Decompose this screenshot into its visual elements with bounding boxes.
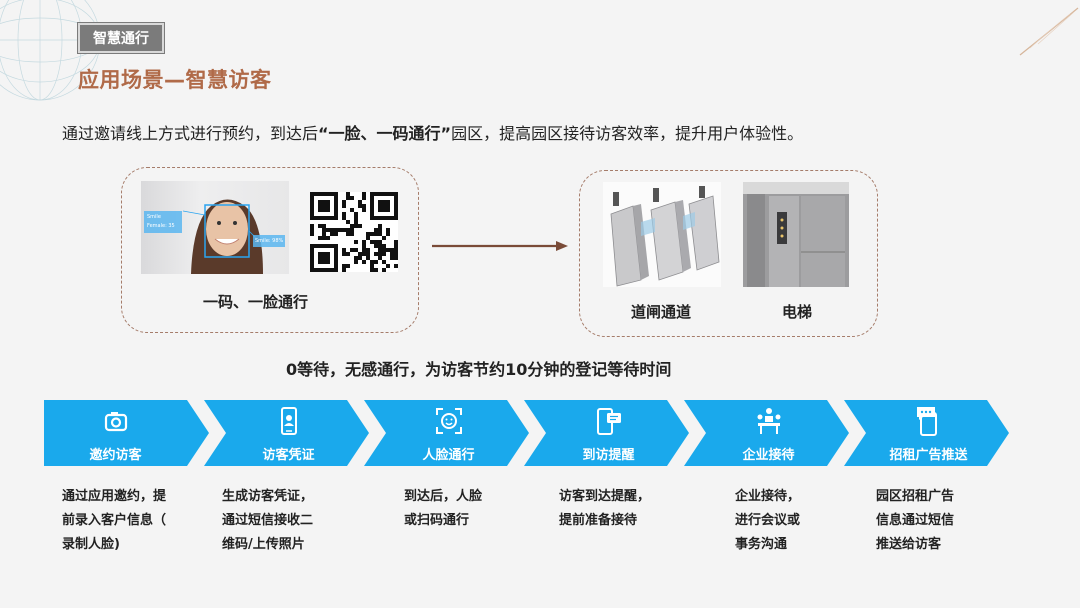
face-tag: Female: 35 <box>147 223 175 229</box>
step-description-line: 信息通过短信 <box>876 513 955 528</box>
step-description-line: 前录入客户信息（ <box>62 513 167 528</box>
elevator-image <box>743 182 849 287</box>
step-description: 企业接待， 进行会议或事务沟通 <box>735 485 800 557</box>
step-description: 生成访客凭证， 通过短信接收二维码/上传照片 <box>222 485 313 557</box>
face-tag: Smile: 98% <box>255 238 284 244</box>
step-description-line: 进行会议或 <box>735 513 801 528</box>
step-description-line: 生成访客凭证， <box>222 489 314 504</box>
flow-chevron <box>364 400 529 466</box>
flow-chevron <box>684 400 849 466</box>
step-description: 园区招租广告信息通过短信推送给访客 <box>876 485 954 557</box>
flow-chevron <box>844 400 1009 466</box>
step-label: 邀约访客 <box>89 448 142 463</box>
step-description-line: 通过短信接收二 <box>222 513 314 528</box>
phone-chat-icon <box>916 407 937 436</box>
face-recognition-image: Smile Female: 35 Smile: 98% <box>141 181 289 274</box>
meeting-icon <box>757 408 780 434</box>
process-flow <box>44 400 1009 466</box>
right-scenario-panel <box>579 170 878 337</box>
intro-text: 通过邀请线上方式进行预约，到达后“一脸、一码通行”园区，提高园区接待访客效率，提… <box>62 120 803 144</box>
left-scenario-panel <box>121 167 419 333</box>
step-description: 访客到达提醒， 提前准备接待 <box>559 485 650 533</box>
step-label: 企业接待 <box>742 448 795 463</box>
step-description-line: 或扫码通行 <box>404 513 470 528</box>
section-tag: 智慧通行 <box>77 22 165 54</box>
step-description-line: 到达后，人脸 <box>404 489 483 504</box>
step-description-line: 维码/上传照片 <box>222 537 305 552</box>
step-description: 到达后，人脸或扫码通行 <box>404 485 482 533</box>
step-description: 通过应用邀约，提前录入客户信息（ 录制人脸) <box>62 485 166 557</box>
page-title: 应用场景—智慧访客 <box>78 68 272 92</box>
phone-id-icon <box>280 407 297 435</box>
elevator-caption: 电梯 <box>782 303 813 321</box>
left-panel-caption: 一码、一脸通行 <box>203 293 309 311</box>
step-label: 到访提醒 <box>582 448 635 463</box>
intro-emphasis: “一脸、一码通行” <box>318 124 452 143</box>
turnstile-gate-image <box>603 182 721 287</box>
step-label: 人脸通行 <box>422 448 475 463</box>
step-description-line: 提前准备接待 <box>559 513 638 528</box>
step-description-line: 通过应用邀约，提 <box>62 489 167 504</box>
intro-before: 通过邀请线上方式进行预约，到达后 <box>62 124 319 143</box>
step-label: 访客凭证 <box>262 448 315 463</box>
step-description-line: 事务沟通 <box>735 537 788 552</box>
flow-chevron <box>44 400 209 466</box>
flow-arrow <box>432 241 568 251</box>
benefit-banner: 0等待，无感通行，为访客节约10分钟的登记等待时间 <box>286 360 672 379</box>
face-scan-icon <box>435 408 462 434</box>
feather-decoration <box>1019 7 1079 56</box>
face-tag: Smile <box>147 214 161 220</box>
step-description-line: 企业接待， <box>735 489 801 504</box>
gate-caption: 道闸通道 <box>631 303 692 321</box>
step-description-line: 推送给访客 <box>876 537 942 552</box>
step-description-line: 访客到达提醒， <box>559 489 651 504</box>
phone-message-icon <box>596 408 621 435</box>
qr-code-image <box>310 192 398 272</box>
step-label: 招租广告推送 <box>889 448 968 463</box>
intro-after: 园区，提高园区接待访客效率，提升用户体验性。 <box>451 124 804 143</box>
step-description-line: 园区招租广告 <box>876 489 955 504</box>
camera-icon <box>104 412 127 432</box>
step-description-line: 录制人脸) <box>62 537 120 552</box>
